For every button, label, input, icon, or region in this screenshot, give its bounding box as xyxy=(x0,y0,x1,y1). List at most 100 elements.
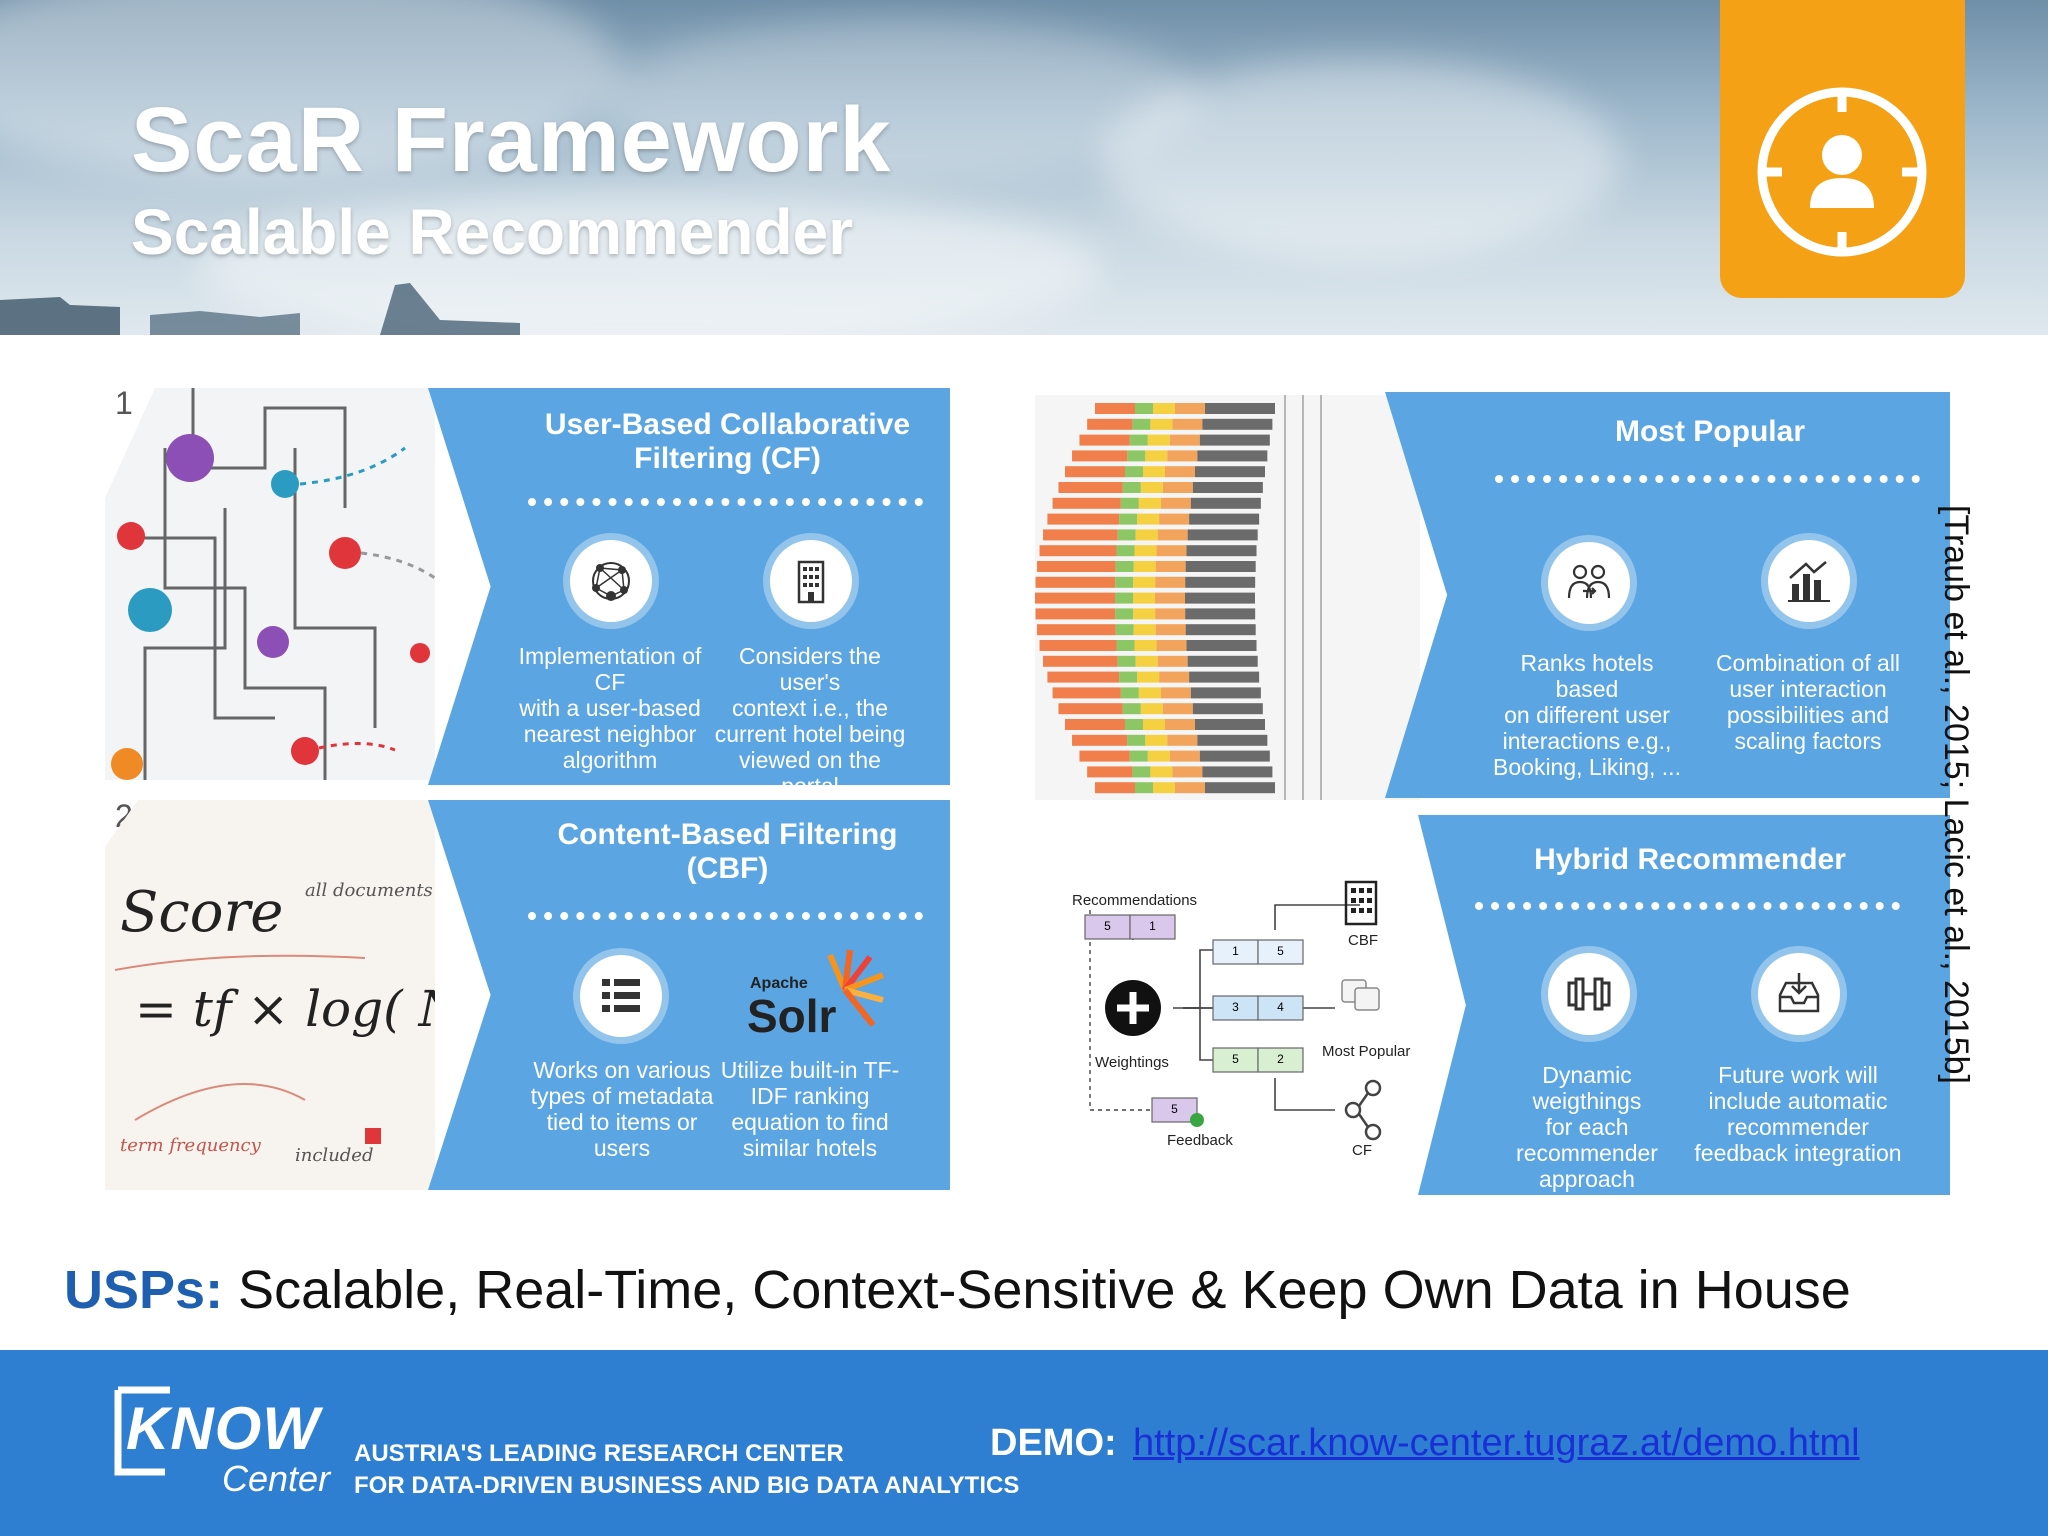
popularity-bar-segment xyxy=(1087,418,1133,430)
popularity-bar-segment xyxy=(1137,671,1160,683)
popularity-bar-segment xyxy=(1202,766,1273,778)
feature-text-line: context i.e., the xyxy=(732,695,888,721)
formula-note: term frequency xyxy=(120,1135,261,1156)
popularity-bar-segment xyxy=(1125,719,1143,730)
popularity-bar-segment xyxy=(1185,561,1256,572)
popularity-bar-segment xyxy=(1145,734,1168,746)
hybrid-diagram: Recommendations 5 1 Weightings 5 Feedbac… xyxy=(1035,820,1435,1195)
popularity-bar-segment xyxy=(1052,687,1121,699)
popularity-bar-segment xyxy=(1187,529,1258,541)
panel-title: Content-Based Filtering (CBF) xyxy=(510,818,945,886)
feature-text-line: recommender xyxy=(1516,1140,1658,1166)
popularity-bar-segment xyxy=(1169,434,1200,446)
popularity-bar-segment xyxy=(1156,640,1187,651)
popularity-bar-segment xyxy=(1138,497,1161,509)
popularity-bar-segment xyxy=(1165,719,1195,730)
popularity-bar-segment xyxy=(1120,497,1139,509)
score-formula: = tf × log( N / dfi ) xyxy=(135,980,612,1038)
score-cell: 3 xyxy=(1232,1000,1239,1014)
popularity-bar-segment xyxy=(1117,655,1136,667)
popularity-bar-segment xyxy=(1160,497,1191,509)
popularity-bar-segment xyxy=(1117,529,1136,541)
popularity-bar-segment xyxy=(1195,466,1265,478)
popularity-bar-segment xyxy=(1205,782,1275,794)
feature-text-line: recommender xyxy=(1727,1114,1869,1140)
formula-note: included xyxy=(295,1145,374,1166)
source-label-cbf: CBF xyxy=(1348,932,1378,949)
popularity-bar-segment xyxy=(1133,608,1156,620)
feature-icon-circle xyxy=(1548,953,1630,1035)
popularity-bar-segment xyxy=(1202,418,1273,430)
logo-center: Center xyxy=(222,1458,331,1499)
panel-title-line: User-Based Collaborative xyxy=(544,408,911,441)
feature-text-line: users xyxy=(593,1135,651,1161)
popularity-bar-segment xyxy=(1199,434,1270,446)
feature-text-line: types of metadata xyxy=(530,1083,714,1109)
feature-text-line: Ranks hotels based xyxy=(1520,650,1654,702)
popularity-bar-segment xyxy=(1157,655,1188,667)
popularity-bar-segment xyxy=(1199,750,1270,762)
popularity-bar-segment xyxy=(1150,766,1173,778)
panel-number: 1 xyxy=(115,385,133,421)
popularity-bar-segment xyxy=(1095,782,1135,794)
popularity-bar-segment xyxy=(1035,608,1116,620)
popularity-bar-segment xyxy=(1119,513,1138,525)
popularity-bar-segment xyxy=(1037,624,1116,636)
popularity-bar-segment xyxy=(1072,734,1128,746)
feature-text-line: viewed on the portal xyxy=(739,747,881,799)
feature-text-line: Dynamic weigthings xyxy=(1532,1062,1642,1114)
feature-text-line: approach xyxy=(1539,1166,1635,1192)
feature-icon-circle xyxy=(770,540,852,622)
feature-text-line: similar hotels xyxy=(742,1135,878,1161)
panel-title: Most Popular xyxy=(1480,415,1940,449)
popularity-bar-segment xyxy=(1132,418,1151,430)
popularity-bar-segment xyxy=(1143,719,1165,730)
score-cell: 5 xyxy=(1277,944,1284,958)
score-cell: 4 xyxy=(1277,1000,1284,1014)
popularity-bar-segment xyxy=(1155,592,1185,604)
popularity-bar-segment xyxy=(1037,561,1116,572)
popularity-bar-segment xyxy=(1133,576,1156,588)
usp-label: USPs: xyxy=(64,1260,224,1320)
popularity-bar-segment xyxy=(1172,418,1203,430)
usp-text: Scalable, Real-Time, Context-Sensitive &… xyxy=(223,1260,1851,1320)
popularity-bar-segment xyxy=(1058,482,1123,493)
feature-icon-circle xyxy=(580,955,662,1037)
inbox-download-icon xyxy=(1778,973,1820,1013)
feature-text-line: nearest neighbor xyxy=(523,721,697,747)
recommendation-value: 5 xyxy=(1104,919,1111,933)
page-subtitle: Scalable Recommender xyxy=(131,196,854,268)
feature-text-line: Future work will xyxy=(1718,1062,1878,1088)
feature-text-line: user interaction xyxy=(1729,676,1887,702)
popularity-bar-segment xyxy=(1185,592,1255,604)
feature-text-line: possibilities and xyxy=(1726,702,1890,728)
feedback-label: Feedback xyxy=(1167,1132,1233,1149)
popularity-bar-segment xyxy=(1187,655,1258,667)
score-cell: 1 xyxy=(1232,944,1239,958)
popularity-bar-segment xyxy=(1127,450,1146,462)
popularity-bar-segment xyxy=(1162,703,1193,715)
popularity-bar-segment xyxy=(1134,545,1157,557)
popularity-bar-segment xyxy=(1120,687,1139,699)
demo-link[interactable]: http://scar.know-center.tugraz.at/demo.h… xyxy=(1133,1422,1860,1464)
popularity-bar-segment xyxy=(1134,640,1157,651)
feature-text-line: Combination of all xyxy=(1715,650,1901,676)
popularity-bar-segment xyxy=(1190,497,1261,509)
feature-text-line: with a user-based xyxy=(519,695,701,721)
popularity-bar-segment xyxy=(1115,576,1134,588)
dotted-divider xyxy=(528,498,923,506)
popularity-bar-segment xyxy=(1169,750,1200,762)
popularity-bar-segment xyxy=(1156,545,1187,557)
popularity-bar-segment xyxy=(1185,576,1256,588)
popularity-bar-segment xyxy=(1127,734,1146,746)
popularity-bar-segment xyxy=(1135,529,1158,541)
popularity-bar-segment xyxy=(1137,513,1160,525)
popularity-bar-segment xyxy=(1190,687,1261,699)
feature-text-line: equation to find xyxy=(731,1109,889,1135)
popularity-bar-segment xyxy=(1140,703,1163,715)
panel-title: Hybrid Recommender xyxy=(1470,843,1910,877)
popularity-bar-segment xyxy=(1133,561,1156,572)
popularity-bar-segment xyxy=(1047,513,1120,525)
feature-icon-circle xyxy=(1758,953,1840,1035)
popularity-bar-segment xyxy=(1159,513,1190,525)
